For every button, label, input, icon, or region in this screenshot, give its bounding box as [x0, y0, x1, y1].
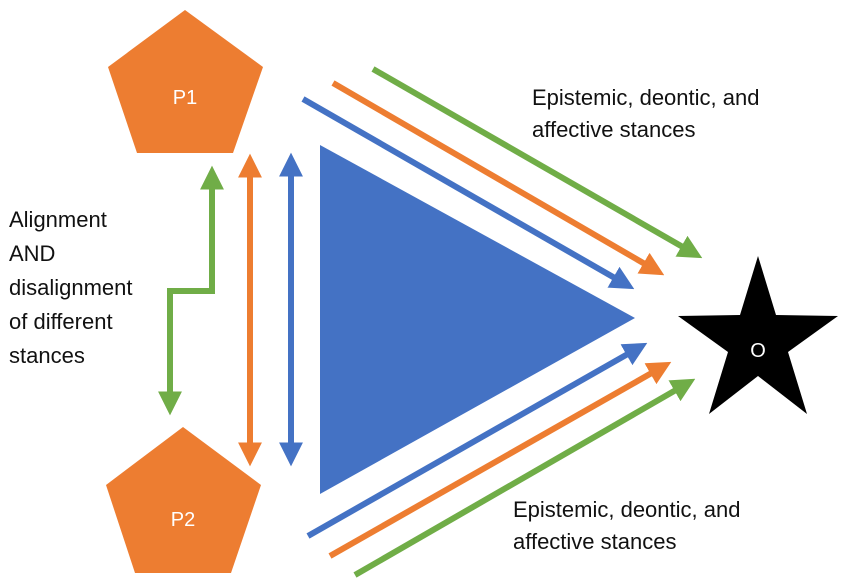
p1-label: P1 [173, 87, 197, 109]
lower-stances-caption: Epistemic, deontic, and affective stance… [513, 494, 740, 558]
upper-stances-caption: Epistemic, deontic, and affective stance… [532, 82, 759, 146]
central-triangle [320, 145, 635, 494]
p2-pentagon-icon [106, 427, 261, 573]
alignment-caption-line: of different [9, 309, 113, 334]
upper-caption-line-1: Epistemic, deontic, and [532, 85, 760, 110]
p2-node: P2 [106, 427, 261, 573]
upper-stance-arrow-green [371, 66, 703, 259]
upper-stance-arrow-blue [301, 96, 635, 290]
upper-stance-arrow-orange [331, 80, 665, 276]
alignment-caption: Alignment AND disalignment of different … [9, 203, 133, 373]
object-star-icon [678, 256, 838, 414]
lower-stance-arrow-green [353, 378, 696, 578]
lower-caption-line-2: affective stances [513, 529, 677, 554]
alignment-arrow-green [158, 165, 224, 416]
lower-stance-arrow-blue [306, 342, 648, 539]
p2-label: P2 [171, 509, 195, 531]
alignment-caption-line: stances [9, 343, 85, 368]
object-node: O [678, 256, 838, 414]
alignment-caption-line: disalignment [9, 275, 133, 300]
p1-pentagon-icon [108, 10, 263, 153]
p1-node: P1 [108, 10, 263, 153]
alignment-caption-line: AND [9, 241, 56, 266]
upper-caption-line-2: affective stances [532, 117, 696, 142]
lower-caption-line-1: Epistemic, deontic, and [513, 497, 741, 522]
alignment-caption-line: Alignment [9, 207, 107, 232]
object-label: O [750, 340, 766, 362]
lower-stance-arrow-orange [328, 361, 672, 559]
